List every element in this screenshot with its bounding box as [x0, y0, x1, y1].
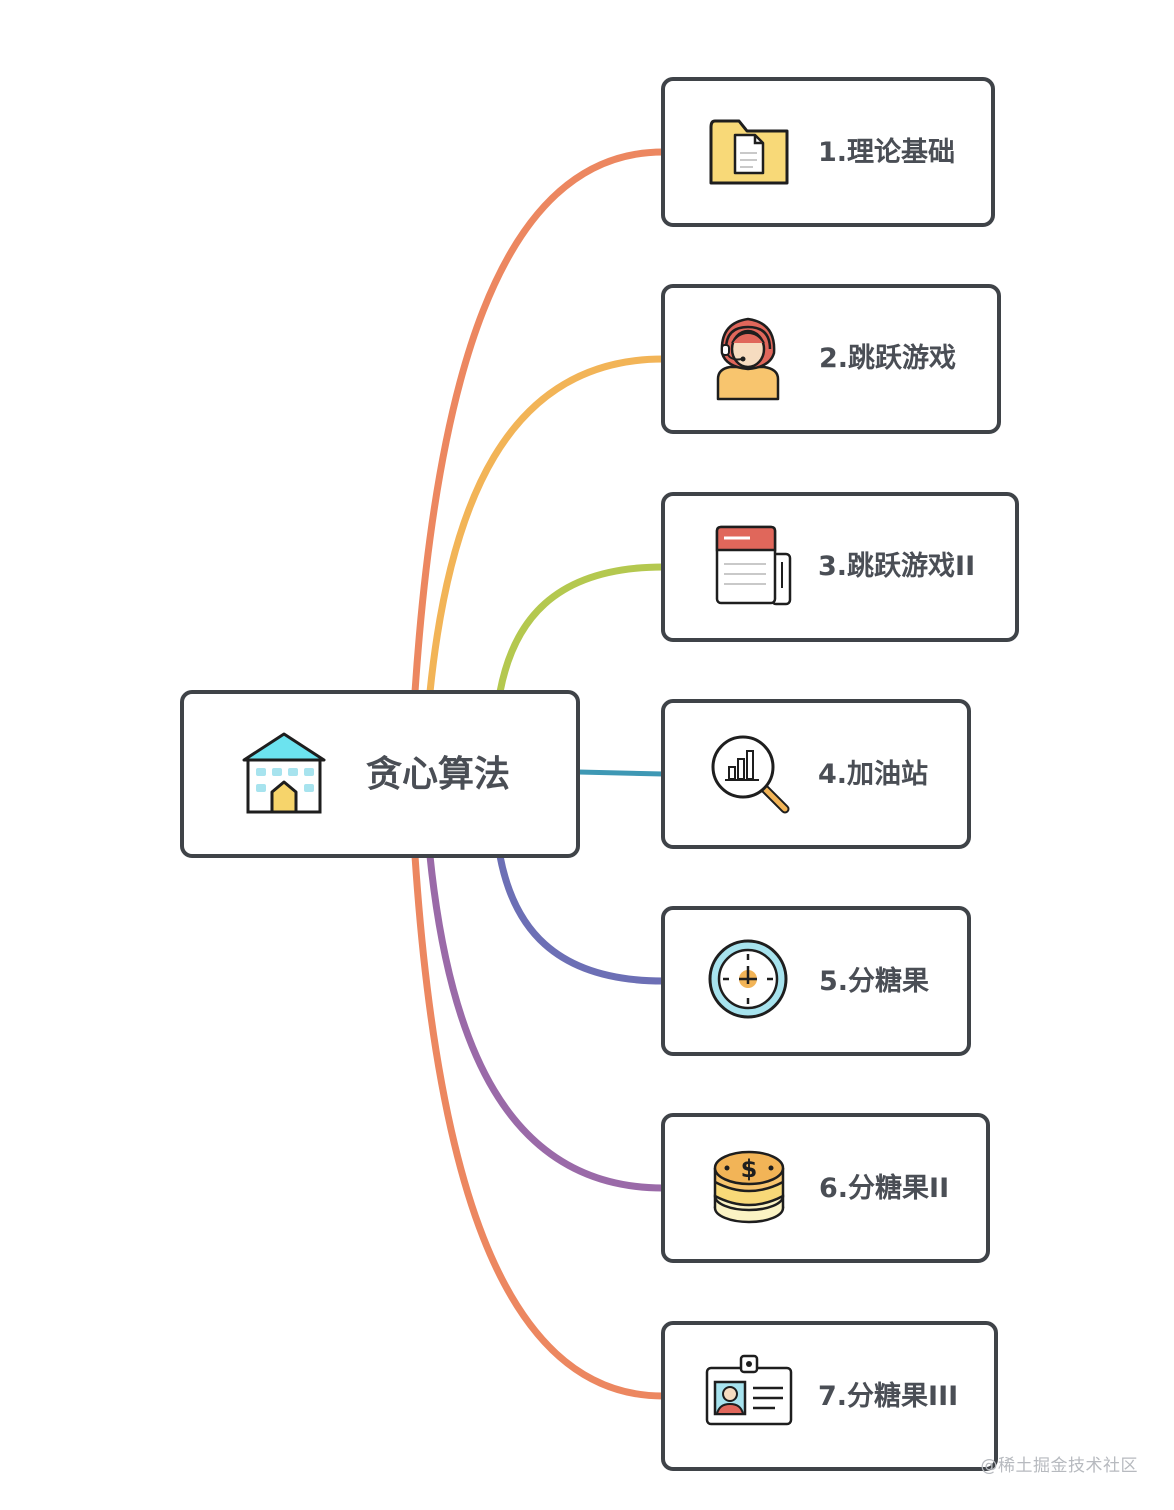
branch-node-7[interactable]: 7.分糖果III: [661, 1321, 998, 1471]
newspaper-icon: [715, 525, 792, 606]
branch-node-6[interactable]: $ 6.分糖果II: [661, 1113, 990, 1263]
root-label: 贪心算法: [366, 754, 510, 795]
branch-node-2[interactable]: 2.跳跃游戏: [661, 284, 1001, 434]
connector-3: [496, 563, 667, 696]
branch-label-7: 7.分糖果III: [818, 1380, 958, 1412]
connector-6: [426, 852, 667, 1192]
root-node[interactable]: 贪心算法: [180, 690, 580, 858]
branch-node-5[interactable]: 5.分糖果: [661, 906, 971, 1056]
branch-label-1: 1.理论基础: [818, 137, 955, 168]
magnifier-chart-icon: [711, 735, 790, 814]
connector-5: [496, 852, 667, 985]
customer-service-agent-icon: [716, 317, 780, 401]
connector-7: [411, 852, 667, 1400]
folder-document-icon: [709, 119, 789, 185]
stopwatch-icon: [708, 939, 788, 1019]
connector-2: [426, 355, 667, 696]
coin-stack-icon: $: [713, 1150, 785, 1224]
branch-node-1[interactable]: 1.理论基础: [661, 77, 995, 227]
branch-label-5: 5.分糖果: [819, 965, 929, 997]
connector-1: [411, 148, 667, 696]
watermark: @稀土掘金技术社区: [980, 1456, 1138, 1476]
connectors: [411, 148, 667, 1400]
branch-label-4: 4.加油站: [818, 759, 928, 790]
branch-label-3: 3.跳跃游戏II: [818, 551, 975, 582]
connector-4: [575, 769, 666, 777]
branch-node-4[interactable]: 4.加油站: [661, 699, 971, 849]
svg-text:$: $: [741, 1155, 758, 1183]
branch-label-2: 2.跳跃游戏: [819, 343, 956, 374]
branch-node-3[interactable]: 3.跳跃游戏II: [661, 492, 1019, 642]
branch-label-6: 6.分糖果II: [819, 1172, 949, 1204]
id-badge-icon: [705, 1354, 793, 1426]
building-icon: [242, 732, 326, 814]
